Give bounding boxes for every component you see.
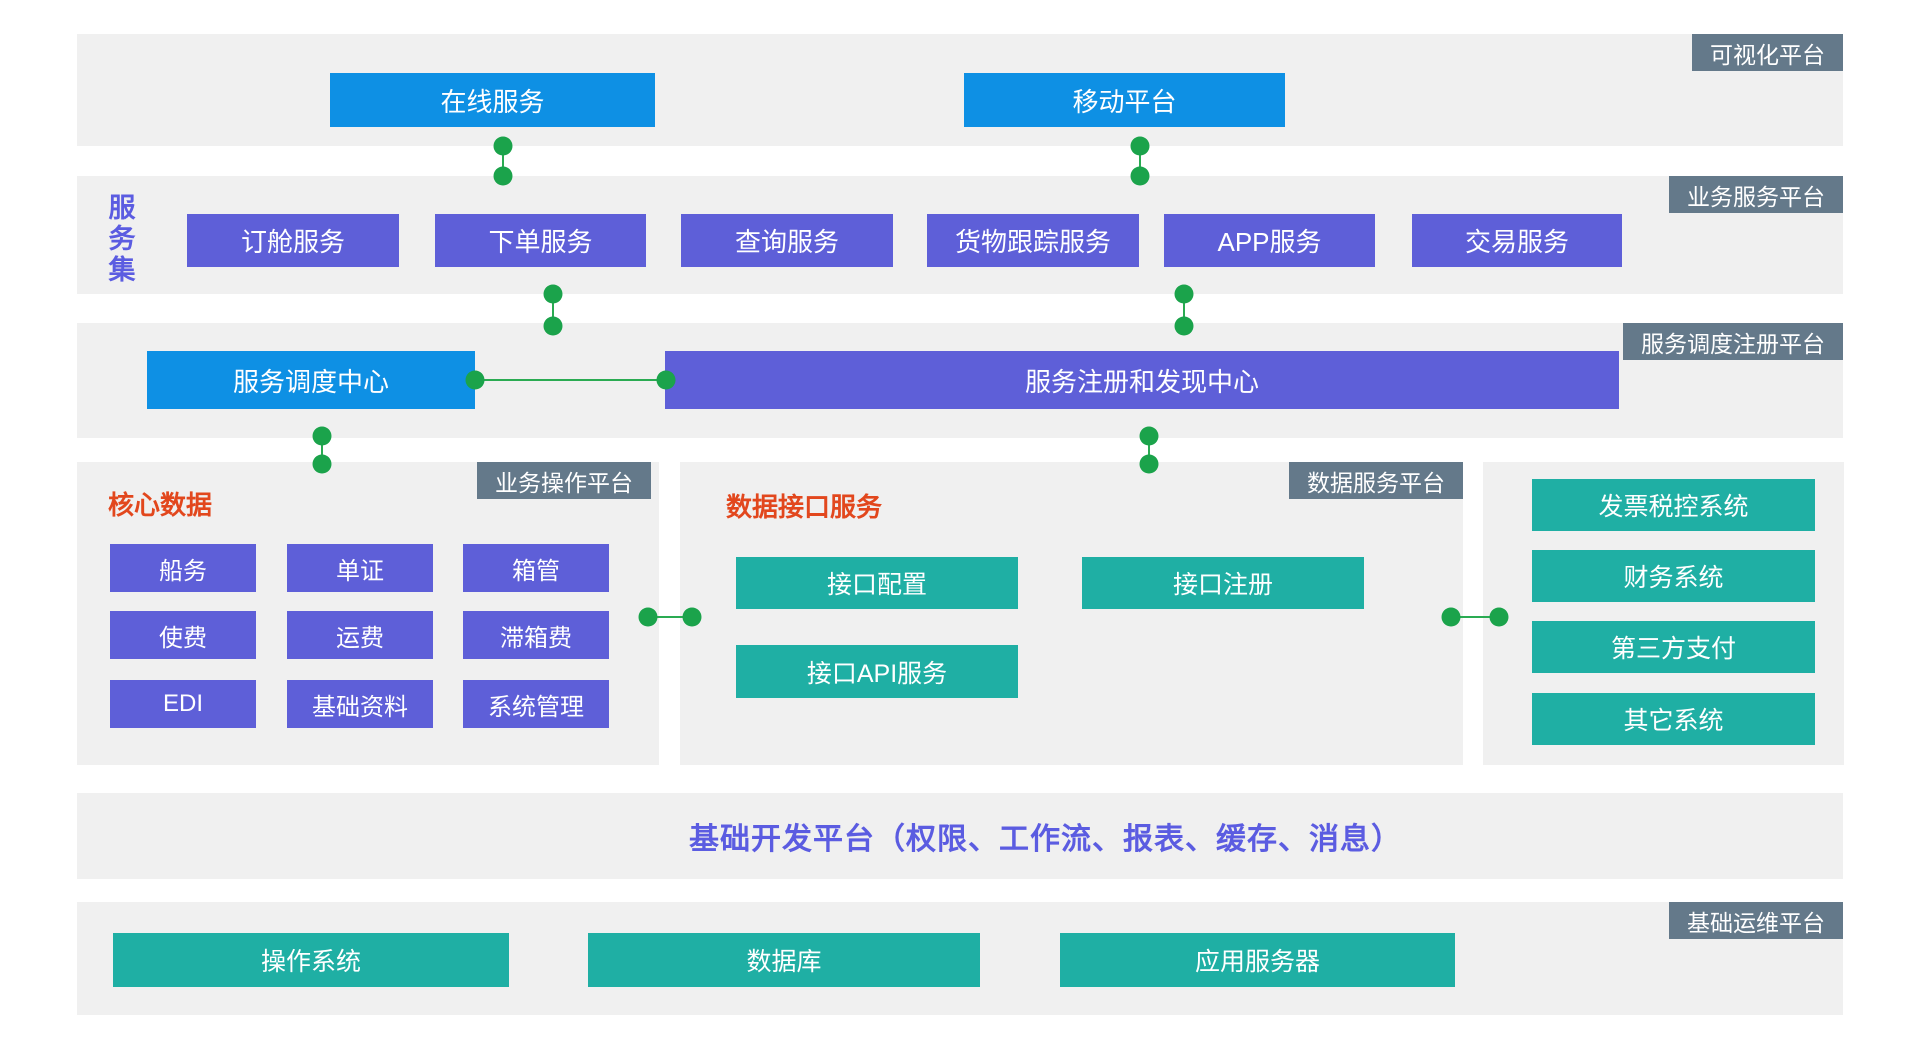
- layer-business-service: 业务服务平台 服务集 订舱服务 下单服务 查询服务 货物跟踪服务 APP服务 交…: [77, 176, 1843, 294]
- node-mobile-platform: 移动平台: [964, 73, 1285, 127]
- node-database: 数据库: [588, 933, 980, 987]
- node-edi: EDI: [110, 680, 256, 728]
- node-documents: 单证: [287, 544, 433, 592]
- node-interface-api-service: 接口API服务: [736, 645, 1018, 698]
- node-app-service: APP服务: [1164, 214, 1375, 267]
- node-app-server: 应用服务器: [1060, 933, 1455, 987]
- node-interface-registry: 接口注册: [1082, 557, 1364, 609]
- panel-tag-business-operation: 业务操作平台: [477, 462, 651, 499]
- node-operating-system: 操作系统: [113, 933, 509, 987]
- service-set-label: 服务集: [108, 193, 136, 285]
- panel-external-systems: 发票税控系统 财务系统 第三方支付 其它系统: [1483, 462, 1844, 765]
- layer-dev-platform: 基础开发平台（权限、工作流、报表、缓存、消息）: [77, 793, 1843, 879]
- core-data-heading: 核心数据: [108, 490, 213, 520]
- node-query-service: 查询服务: [681, 214, 893, 267]
- node-other-systems: 其它系统: [1532, 693, 1815, 745]
- node-system-mgmt: 系统管理: [463, 680, 609, 728]
- node-booking-service: 订舱服务: [187, 214, 399, 267]
- node-container-mgmt: 箱管: [463, 544, 609, 592]
- layer-tag-ops-platform: 基础运维平台: [1669, 902, 1843, 939]
- panel-tag-data-service: 数据服务平台: [1289, 462, 1463, 499]
- node-shipping: 船务: [110, 544, 256, 592]
- layer-tag-business-service: 业务服务平台: [1669, 176, 1843, 213]
- layer-tag-visualization: 可视化平台: [1692, 34, 1843, 71]
- panel-data-interface: 数据服务平台 数据接口服务 接口配置 接口注册 接口API服务: [680, 462, 1463, 765]
- node-invoice-tax-system: 发票税控系统: [1532, 479, 1815, 531]
- node-interface-config: 接口配置: [736, 557, 1018, 609]
- node-third-party-payment: 第三方支付: [1532, 621, 1815, 673]
- layer-dispatch-registry: 服务调度注册平台 服务调度中心 服务注册和发现中心: [77, 323, 1843, 438]
- node-dispatch-center: 服务调度中心: [147, 351, 475, 409]
- node-order-service: 下单服务: [435, 214, 646, 267]
- layer-tag-dispatch-registry: 服务调度注册平台: [1623, 323, 1843, 360]
- node-cargo-tracking-service: 货物跟踪服务: [927, 214, 1139, 267]
- node-registry-discovery-center: 服务注册和发现中心: [665, 351, 1619, 409]
- dev-platform-text: 基础开发平台（权限、工作流、报表、缓存、消息）: [689, 823, 1402, 856]
- node-finance-system: 财务系统: [1532, 550, 1815, 602]
- data-interface-heading: 数据接口服务: [726, 492, 883, 522]
- node-disbursement: 使费: [110, 611, 256, 659]
- layer-visualization: 可视化平台 在线服务 移动平台: [77, 34, 1843, 146]
- node-demurrage: 滞箱费: [463, 611, 609, 659]
- node-base-data: 基础资料: [287, 680, 433, 728]
- panel-core-data: 业务操作平台 核心数据 船务 单证 箱管 使费 运费 滞箱费 EDI 基础资料 …: [77, 462, 659, 765]
- node-freight: 运费: [287, 611, 433, 659]
- layer-ops-platform: 基础运维平台 操作系统 数据库 应用服务器: [77, 902, 1843, 1015]
- node-trade-service: 交易服务: [1412, 214, 1622, 267]
- node-online-service: 在线服务: [330, 73, 655, 127]
